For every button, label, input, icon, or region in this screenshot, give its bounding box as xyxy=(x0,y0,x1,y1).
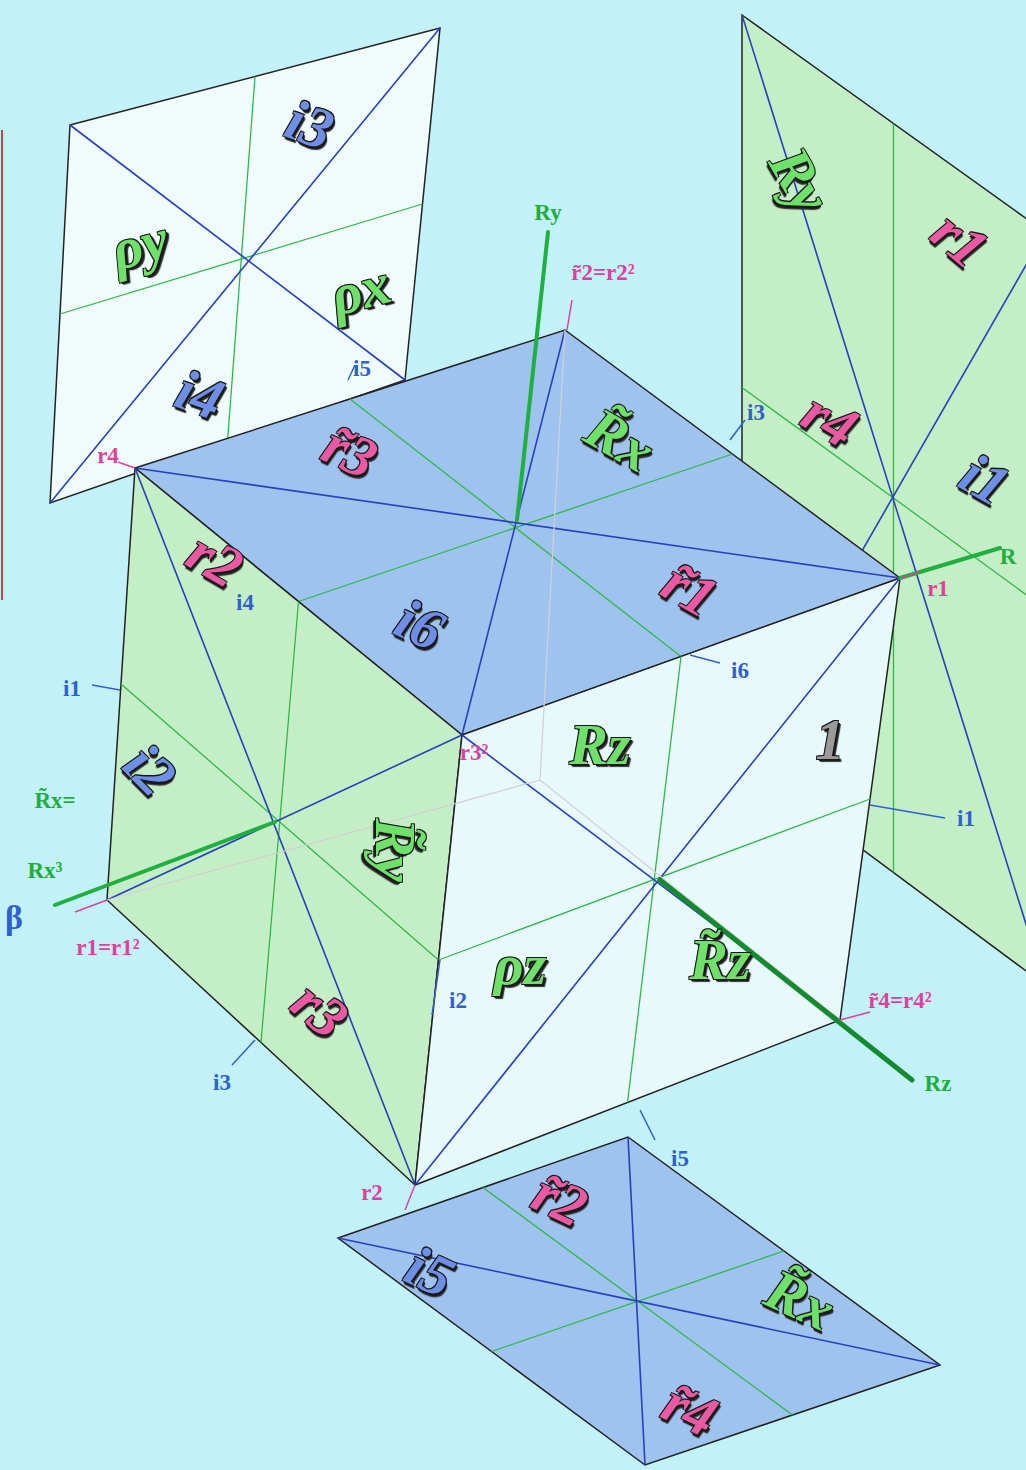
diagonal xyxy=(462,330,565,735)
group-element: ρz xyxy=(494,936,546,994)
axis-label: r̃4=r4² xyxy=(868,989,931,1012)
axis-label: r2 xyxy=(361,1181,383,1204)
group-element: R̃z xyxy=(689,931,750,989)
axis-label: Ry xyxy=(534,201,561,224)
diagonal xyxy=(70,125,405,380)
mid-line xyxy=(121,684,439,960)
cube-faces xyxy=(50,15,1026,1465)
hidden-edges xyxy=(107,330,840,1020)
axis-label: Rz xyxy=(925,1072,952,1095)
leader-ticks xyxy=(75,300,945,1210)
axis-label: i5 xyxy=(353,357,371,380)
group-element: 1 xyxy=(816,711,845,769)
diagonal xyxy=(415,578,900,1185)
axis-label: i3 xyxy=(213,1071,231,1094)
axis-label: r4 xyxy=(97,444,119,467)
axis-label: R xyxy=(1000,545,1017,568)
rotation-axis xyxy=(660,880,912,1080)
axis-label: i2 xyxy=(449,989,467,1012)
group-element: R̃y xyxy=(366,818,424,881)
axis-label: r1=r1² xyxy=(76,936,139,959)
face xyxy=(338,1137,940,1465)
face xyxy=(415,578,900,1185)
axis-label: i5 xyxy=(671,1147,689,1170)
frame-edge xyxy=(1,130,3,600)
axis-label: R̃x= xyxy=(34,789,75,812)
group-element: Rz xyxy=(569,716,630,774)
axis-label: r1 xyxy=(927,577,949,600)
axis-label: i1 xyxy=(63,677,81,700)
axis-label: i3 xyxy=(747,401,765,424)
face xyxy=(107,468,462,1185)
axis-label: r̃2=r2² xyxy=(571,261,634,284)
axis-label: r3² xyxy=(460,741,489,764)
diagonal xyxy=(628,1137,645,1465)
axis-label: Rx³ xyxy=(27,859,62,882)
axis-label: i1 xyxy=(957,807,975,830)
rotation-axes xyxy=(55,232,1000,905)
axis-label: β xyxy=(5,901,23,935)
axis-label: i4 xyxy=(236,591,254,614)
axis-label: i6 xyxy=(731,659,749,682)
